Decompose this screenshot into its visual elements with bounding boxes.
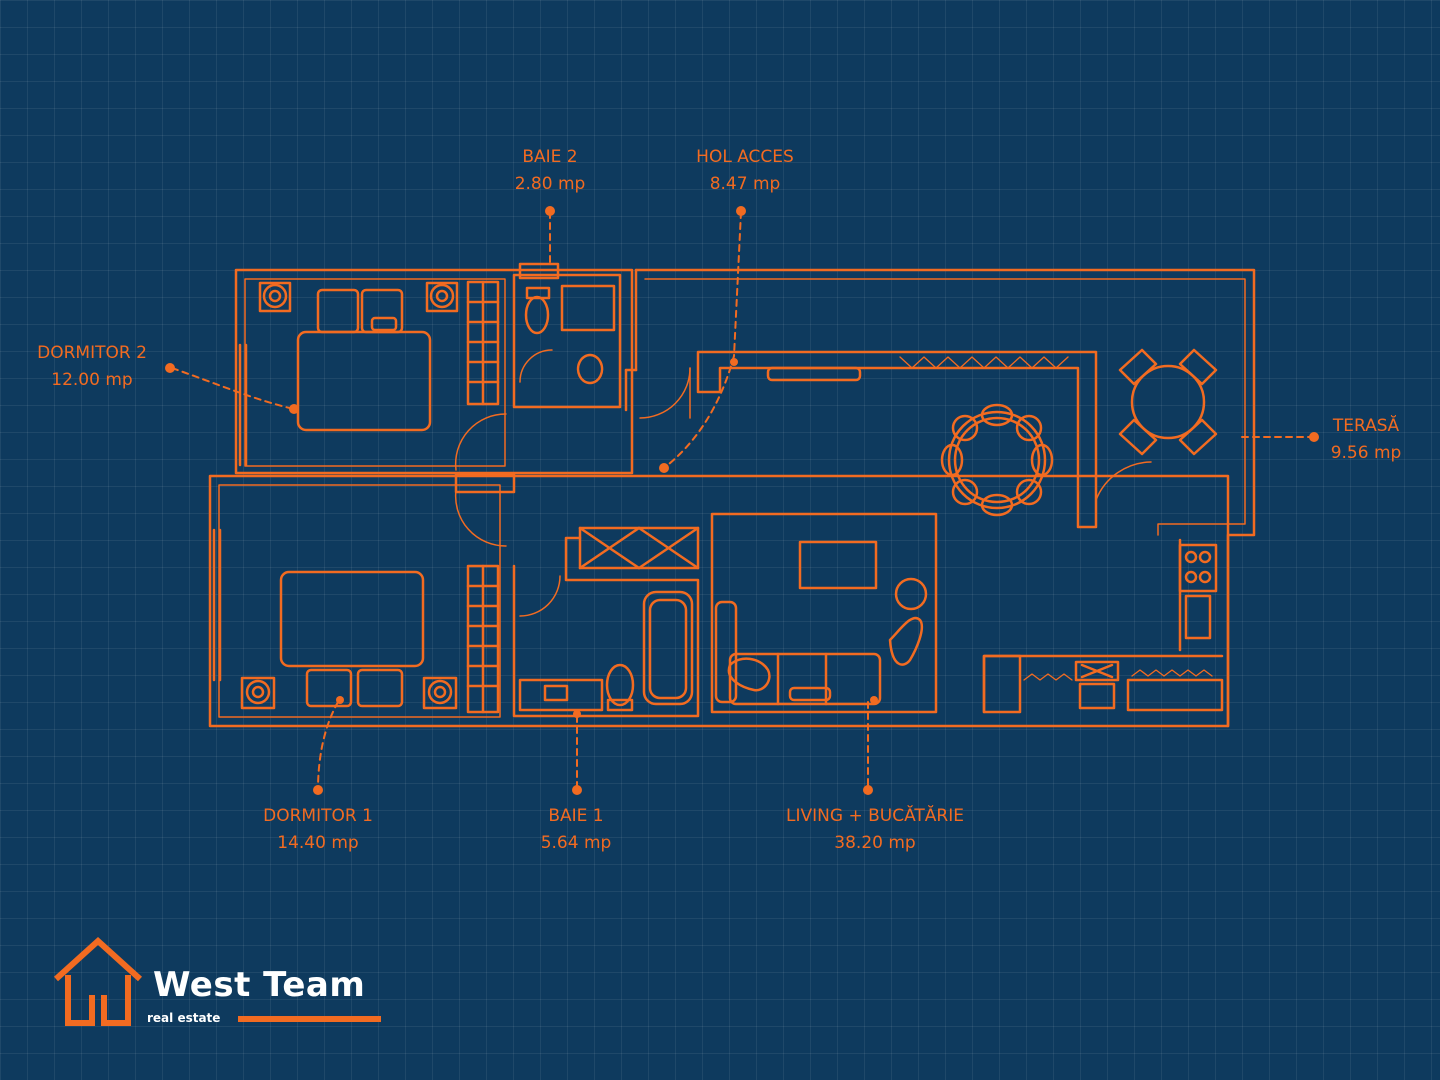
baie1-room bbox=[512, 526, 700, 718]
room-name: BAIE 2 bbox=[522, 147, 578, 167]
brand-logo: West Team real estate bbox=[50, 935, 390, 1035]
room-name: DORMITOR 2 bbox=[37, 343, 147, 363]
room-label-baie1: BAIE 1 5.64 mp bbox=[541, 803, 612, 857]
room-area: 14.40 mp bbox=[277, 833, 359, 853]
room-area: 38.20 mp bbox=[834, 833, 916, 853]
hol-partition bbox=[696, 350, 1152, 529]
room-name: LIVING + BUCĂTĂRIE bbox=[786, 806, 964, 826]
room-label-living: LIVING + BUCĂTĂRIE 38.20 mp bbox=[786, 803, 964, 857]
hol-doors bbox=[454, 367, 691, 547]
room-label-baie2: BAIE 2 2.80 mp bbox=[515, 144, 586, 198]
room-name: BAIE 1 bbox=[548, 806, 604, 826]
dormitor1-bed bbox=[240, 570, 458, 710]
brand-name: West Team bbox=[153, 965, 366, 1005]
dining-table bbox=[940, 403, 1054, 517]
dormitor2-window bbox=[238, 343, 248, 467]
leader-lines bbox=[171, 211, 1315, 791]
room-label-terasa: TERASĂ 9.56 mp bbox=[1331, 413, 1402, 467]
dormitor2-bed bbox=[258, 281, 459, 432]
house-logo-icon bbox=[53, 936, 143, 1026]
living-furniture bbox=[710, 512, 938, 714]
kitchen-counter bbox=[982, 538, 1224, 714]
room-area: 12.00 mp bbox=[51, 370, 133, 390]
room-name: DORMITOR 1 bbox=[263, 806, 373, 826]
room-area: 5.64 mp bbox=[540, 833, 612, 853]
room-label-dormitor2: DORMITOR 2 12.00 mp bbox=[37, 340, 147, 394]
room-label-hol: HOL ACCES 8.47 mp bbox=[696, 144, 794, 198]
dormitor1-window bbox=[212, 528, 222, 682]
dormitor1-wardrobe bbox=[466, 564, 500, 714]
room-name: HOL ACCES bbox=[696, 147, 794, 167]
brand-underline bbox=[238, 1016, 381, 1022]
dormitor2-wardrobe bbox=[466, 280, 500, 406]
room-area: 8.47 mp bbox=[709, 174, 781, 194]
room-area: 9.56 mp bbox=[1330, 443, 1402, 463]
exterior-walls bbox=[208, 268, 1256, 728]
room-label-dormitor1: DORMITOR 1 14.40 mp bbox=[263, 803, 373, 857]
baie2-room bbox=[512, 262, 622, 409]
room-area: 2.80 mp bbox=[514, 174, 586, 194]
brand-tagline: real estate bbox=[147, 1011, 221, 1025]
terasa-table bbox=[1118, 348, 1218, 456]
leader-dots bbox=[165, 206, 1319, 795]
room-name: TERASĂ bbox=[1332, 416, 1400, 436]
